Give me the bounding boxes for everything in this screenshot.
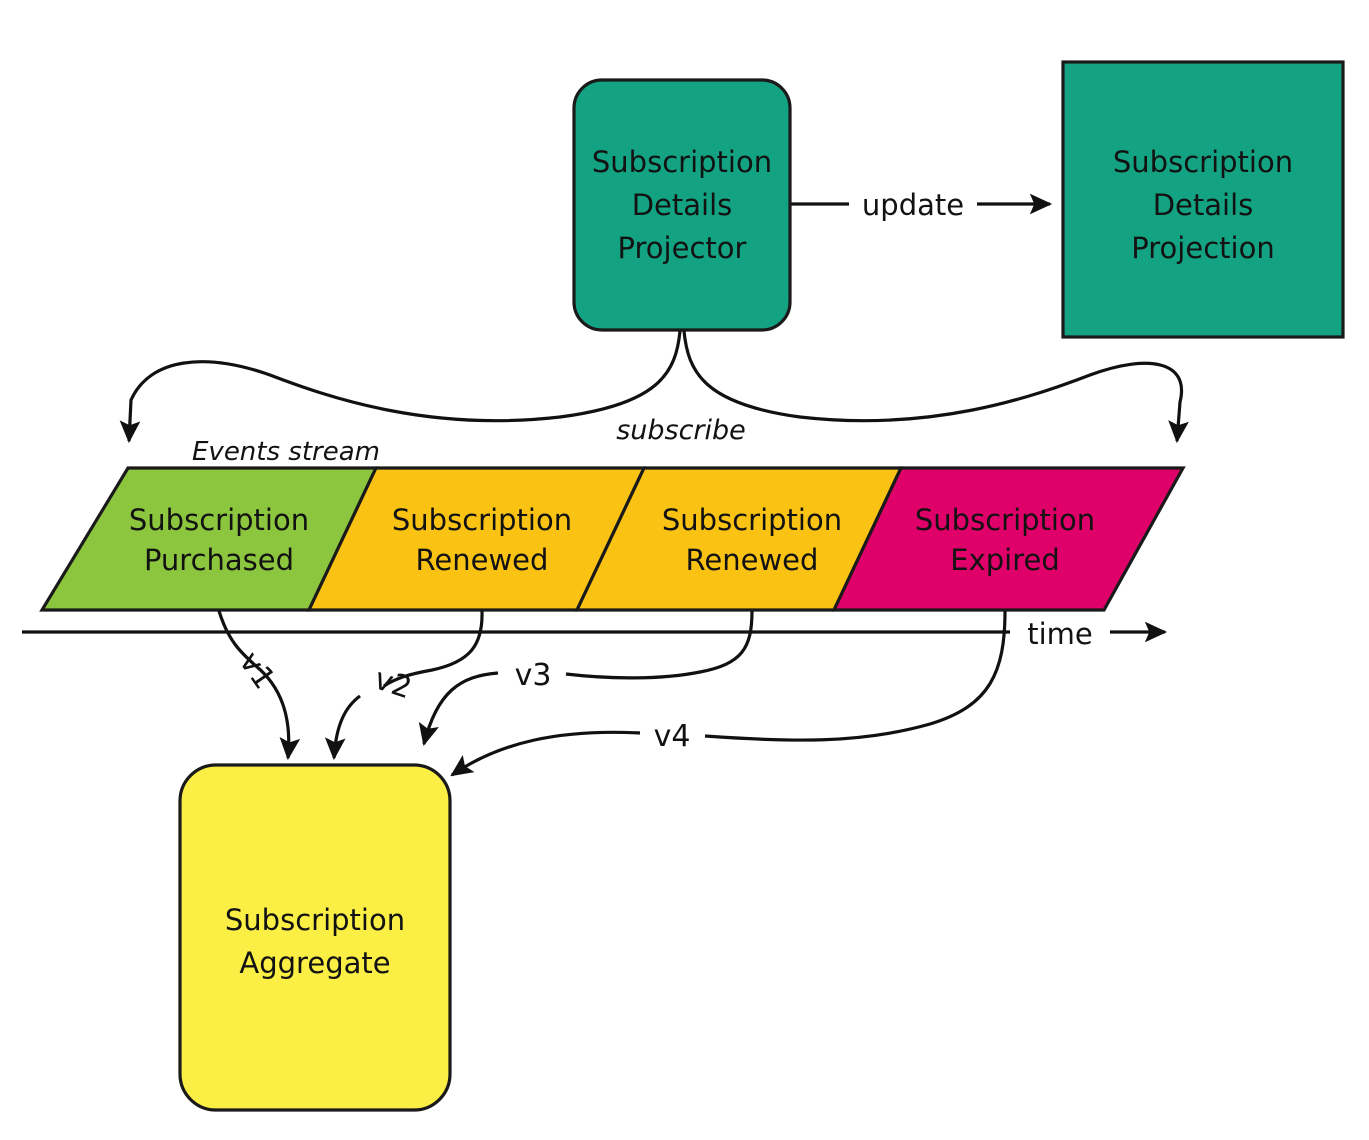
edge-v3-label: v3 — [515, 658, 552, 693]
edge-v2-path-upper — [383, 610, 484, 688]
projector-label-line3: Projector — [618, 231, 747, 265]
edge-subscribe-right — [682, 330, 1189, 444]
event-segment-1-line2: Purchased — [144, 543, 294, 577]
aggregate-box[interactable] — [178, 763, 452, 1112]
edge-v4-label: v4 — [654, 719, 691, 754]
edge-v2-label: v2 — [370, 662, 416, 707]
event-segment-4-line1: Subscription — [915, 503, 1095, 537]
projection-label-line2: Details — [1153, 188, 1254, 222]
edge-v2-path-lower — [324, 694, 361, 761]
edge-v3-path-lower — [418, 671, 499, 747]
event-segment-2[interactable]: Subscription Renewed — [306, 466, 647, 612]
aggregate-label-line2: Aggregate — [239, 946, 390, 980]
edge-v1-path — [217, 610, 301, 761]
edge-v3-path-upper — [565, 610, 754, 680]
events-stream-title: Events stream — [192, 437, 380, 467]
edge-update-label: update — [862, 188, 964, 222]
event-segment-1-line1: Subscription — [129, 503, 309, 537]
event-segment-2-line1: Subscription — [392, 503, 572, 537]
events-stream: Subscription Purchased Subscription Rene… — [39, 466, 1186, 612]
event-segment-3-line1: Subscription — [662, 503, 842, 537]
node-subscription-details-projection[interactable]: Subscription Details Projection — [1061, 60, 1345, 339]
edge-subscribe-left — [119, 330, 682, 444]
projector-label-line1: Subscription — [592, 145, 772, 179]
projection-box[interactable] — [1061, 60, 1345, 339]
event-segment-4-line2: Expired — [950, 543, 1060, 577]
event-segment-4-shape[interactable] — [831, 466, 1186, 612]
edge-update: update — [790, 188, 1053, 222]
projector-label-line2: Details — [632, 188, 733, 222]
edge-subscribe-label: subscribe — [616, 415, 746, 446]
event-segment-2-line2: Renewed — [416, 543, 549, 577]
node-subscription-details-projector[interactable]: Subscription Details Projector — [572, 78, 792, 332]
event-segment-1[interactable]: Subscription Purchased — [39, 466, 379, 612]
projector-box[interactable] — [572, 78, 792, 332]
version-edges: v1 v2 v3 v4 — [217, 610, 1007, 777]
node-subscription-aggregate[interactable]: Subscription Aggregate — [178, 763, 452, 1112]
edge-subscribe: subscribe — [119, 330, 1189, 446]
edge-v4-path-upper — [704, 610, 1007, 742]
time-axis-label: time — [1027, 617, 1093, 651]
event-segment-4[interactable]: Subscription Expired — [831, 466, 1186, 612]
projection-label-line3: Projection — [1131, 231, 1274, 265]
edge-v4-path-lower — [450, 730, 641, 777]
aggregate-label-line1: Subscription — [225, 903, 405, 937]
event-segment-3-line2: Renewed — [686, 543, 819, 577]
projection-label-line1: Subscription — [1113, 145, 1293, 179]
time-axis: time — [22, 617, 1168, 651]
